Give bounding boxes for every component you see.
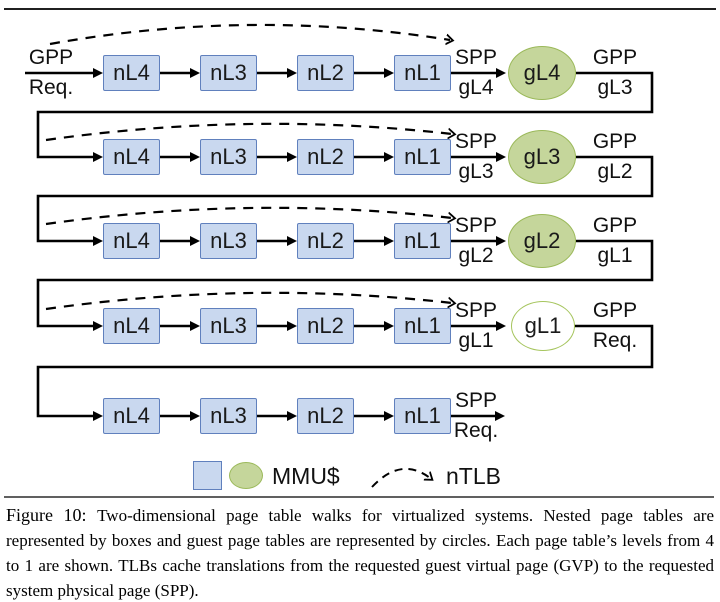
npt-box: nL4	[103, 223, 160, 259]
spp-label-top: SPP	[454, 214, 498, 237]
legend-mmu-label: MMU$	[272, 463, 340, 489]
npt-box: nL2	[297, 308, 354, 344]
npt-box: nL1	[394, 55, 451, 91]
spp-label-bottom: gL2	[458, 244, 494, 267]
guest-label-bottom: Req.	[592, 329, 638, 352]
guest-label-top: GPP	[592, 46, 638, 69]
caption-label: Figure 10:	[6, 505, 98, 525]
caption-text: Two-dimensional page table walks for vir…	[6, 506, 714, 600]
guest-pt-circle: gL2	[508, 214, 576, 268]
ntlb-skip-arc-row-1	[49, 23, 450, 44]
spp-label-bottom: Req.	[453, 419, 499, 442]
guest-label-top: GPP	[592, 130, 638, 153]
legend-ntlb-label: nTLB	[446, 463, 501, 489]
npt-box: nL3	[200, 139, 257, 175]
spp-label-bottom: gL1	[458, 329, 494, 352]
npt-box: nL1	[394, 398, 451, 434]
gpp-req-label-top: GPP	[28, 46, 74, 69]
spp-label-top: SPP	[454, 299, 498, 322]
npt-box: nL4	[103, 139, 160, 175]
spp-label-bottom: gL3	[458, 160, 494, 183]
gpp-req-label-bottom: Req.	[28, 76, 74, 99]
guest-label-top: GPP	[592, 214, 638, 237]
legend-ntlb-arrow	[371, 467, 430, 488]
guest-label-bottom: gL1	[597, 244, 633, 267]
npt-box: nL2	[297, 223, 354, 259]
ntlb-skip-arc-row-4	[45, 291, 452, 311]
npt-box: nL4	[103, 308, 160, 344]
guest-label-bottom: gL3	[597, 76, 633, 99]
spp-label-top: SPP	[454, 389, 498, 412]
spp-label-top: SPP	[454, 130, 498, 153]
guest-pt-circle: gL3	[508, 130, 576, 184]
npt-box: nL2	[297, 55, 354, 91]
npt-box: nL1	[394, 223, 451, 259]
legend-guest-swatch	[229, 462, 263, 489]
npt-box: nL2	[297, 139, 354, 175]
npt-box: nL2	[297, 398, 354, 434]
npt-box: nL4	[103, 55, 160, 91]
guest-label-bottom: gL2	[597, 160, 633, 183]
guest-pt-circle: gL4	[508, 46, 576, 100]
npt-box: nL1	[394, 139, 451, 175]
spp-label-top: SPP	[454, 46, 498, 69]
ntlb-skip-arc-row-3	[45, 206, 452, 226]
npt-box: nL1	[394, 308, 451, 344]
npt-box: nL4	[103, 398, 160, 434]
figure-caption: Figure 10: Two-dimensional page table wa…	[6, 503, 714, 602]
npt-box: nL3	[200, 55, 257, 91]
npt-box: nL3	[200, 223, 257, 259]
guest-pt-circle-open: gL1	[511, 301, 575, 351]
npt-box: nL3	[200, 398, 257, 434]
npt-box: nL3	[200, 308, 257, 344]
guest-label-top: GPP	[592, 299, 638, 322]
spp-label-bottom: gL4	[458, 76, 494, 99]
ntlb-skip-arc-row-2	[45, 122, 452, 142]
legend-npt-swatch	[193, 461, 222, 490]
